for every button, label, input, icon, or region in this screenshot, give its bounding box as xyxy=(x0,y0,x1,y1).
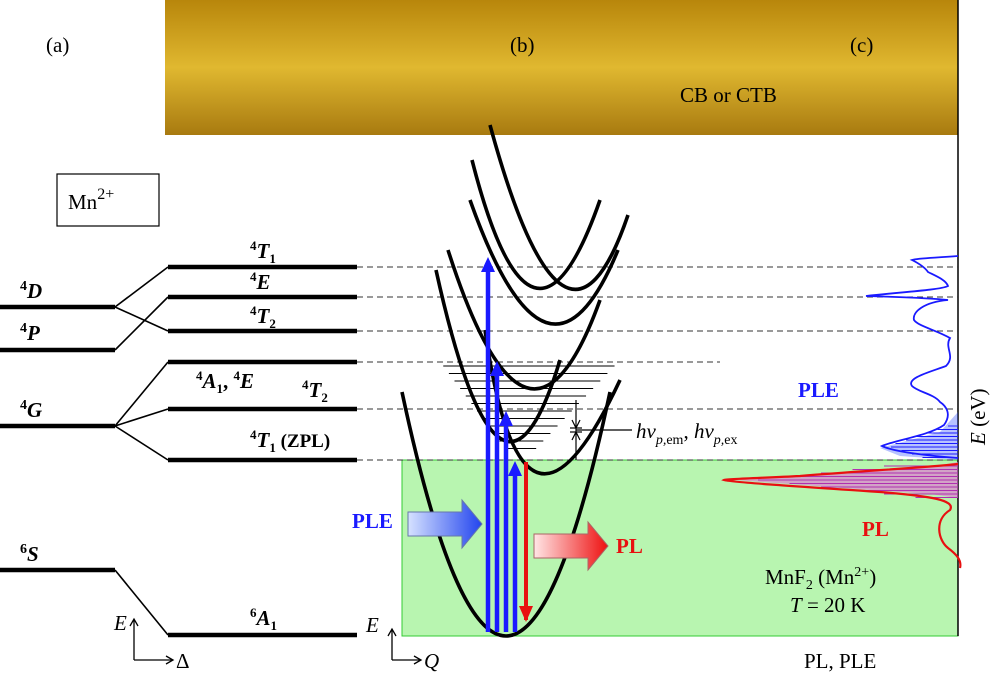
axis-a-e: E xyxy=(113,611,127,635)
label-4E: 4E xyxy=(250,269,271,294)
phonon-energy-label: hνp,em, hνp,ex xyxy=(636,419,737,448)
axes-a xyxy=(129,617,175,665)
axis-a-delta: Δ xyxy=(176,649,190,673)
pl-spectrum-label: PL xyxy=(862,517,889,541)
axis-b-e: E xyxy=(365,613,379,637)
term-4P: 4P xyxy=(20,321,40,345)
conduction-band xyxy=(165,0,958,135)
correlation-lines xyxy=(114,266,169,636)
ple-arrow-label: PLE xyxy=(352,509,393,533)
label-4T2-lower: 4T2 xyxy=(302,377,328,405)
term-4D: 4D xyxy=(20,279,42,303)
label-4T2: 4T2 xyxy=(250,303,276,331)
axis-c-x-label: PL, PLE xyxy=(804,649,876,673)
ple-spectrum xyxy=(865,255,959,459)
panel-label-a: (a) xyxy=(46,33,69,57)
panel-label-c: (c) xyxy=(850,33,873,57)
emission-arrow-head xyxy=(519,606,533,622)
pl-arrow-label: PL xyxy=(616,534,643,558)
term-6S: 6S xyxy=(20,542,39,566)
axis-c-energy-label: E (eV) xyxy=(966,388,990,446)
ion-box xyxy=(56,173,160,227)
axes-b xyxy=(387,627,423,665)
panel-label-b: (b) xyxy=(510,33,535,57)
term-4G: 4G xyxy=(20,398,42,422)
label-4A1-4E: 4A1, 4E xyxy=(196,368,254,396)
phonon-spacing-marker xyxy=(570,400,632,460)
sample-formula: MnF2 (Mn2+) xyxy=(765,565,876,593)
ple-spectrum-label: PLE xyxy=(798,378,839,402)
pl-spectrum xyxy=(721,462,962,569)
cb-label: CB or CTB xyxy=(680,83,777,107)
label-4T1-zpl: 4T1 (ZPL) xyxy=(250,427,330,455)
ion-label: Mn2+ xyxy=(68,186,114,214)
ple-big-arrow xyxy=(407,498,483,550)
axis-b-q: Q xyxy=(424,649,439,673)
pl-big-arrow xyxy=(533,520,609,572)
ple-spectrum-fill xyxy=(880,412,958,460)
dashed-connectors xyxy=(357,266,958,461)
label-6A1: 6A1 xyxy=(250,605,277,633)
label-4T1: 4T1 xyxy=(250,238,276,266)
excitation-arrows xyxy=(481,257,522,632)
sample-temperature: T = 20 K xyxy=(790,593,865,617)
